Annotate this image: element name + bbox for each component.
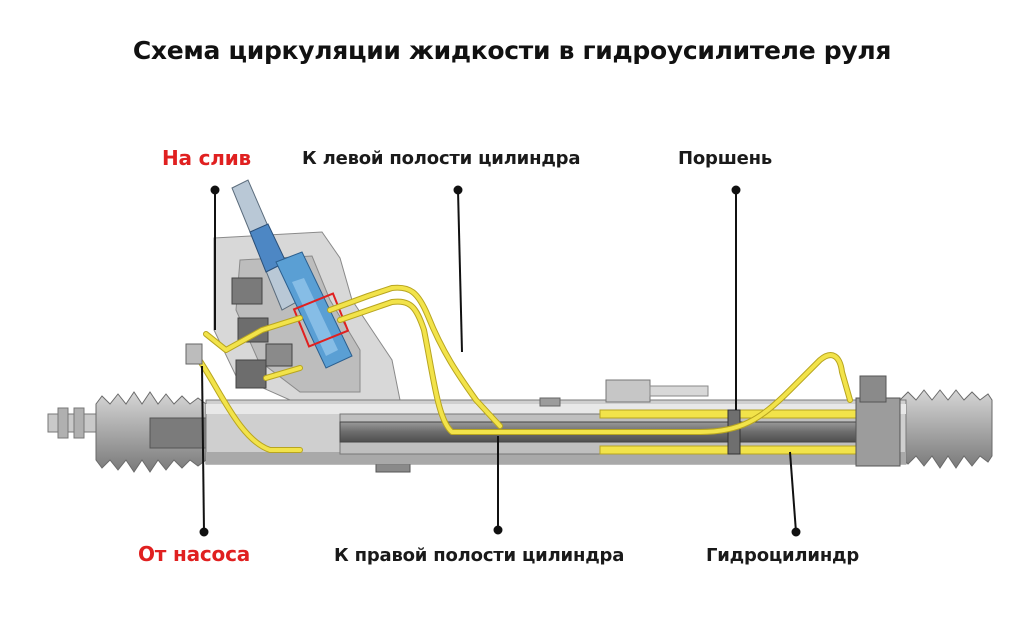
left-bellows-boot xyxy=(95,391,209,473)
callout-lines xyxy=(199,185,801,537)
callout-left-cavity xyxy=(457,189,463,353)
callout-from-pump xyxy=(201,365,205,533)
label-from-pump: От насоса xyxy=(138,542,251,566)
right-bellows-boot xyxy=(899,389,993,469)
control-valve xyxy=(275,251,353,369)
label-left-cavity: К левой полости цилиндра xyxy=(302,148,581,169)
diagram-title: Схема циркуляции жидкости в гидроусилите… xyxy=(132,36,892,65)
label-drain: На слив xyxy=(162,146,251,170)
label-hydro-cylinder: Гидроцилиндр xyxy=(706,545,860,566)
pump-inlet-fitting xyxy=(185,343,203,365)
label-piston: Поршень xyxy=(678,148,773,169)
fluid-lines xyxy=(195,284,853,453)
callout-hydro-cylinder xyxy=(789,451,797,533)
left-tie-rod-end xyxy=(47,407,99,439)
label-right-cavity: К правой полости цилиндра xyxy=(334,545,625,566)
